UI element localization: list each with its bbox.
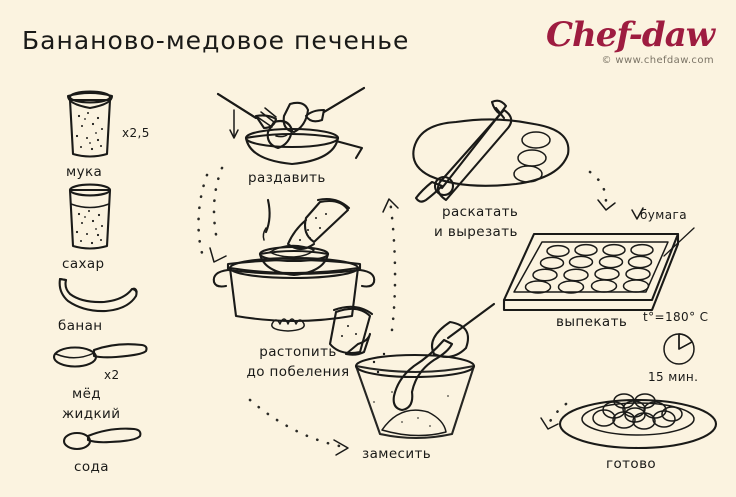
timer-pie-icon [663, 333, 695, 365]
step-done: готово [558, 388, 718, 472]
ingredient-soda: сода [62, 425, 152, 475]
page-title: Бананово-медовое печенье [22, 26, 410, 55]
ingredient-sugar: сахар [60, 180, 120, 272]
baking-tray-icon [502, 227, 695, 312]
ingredient-honey: x2 мёд жидкий [50, 340, 150, 422]
plate-of-cookies-icon [558, 393, 718, 450]
banana-icon [58, 277, 138, 313]
ingredient-label-soda: сода [74, 459, 109, 475]
step-label-roll-2: и вырезать [434, 224, 518, 240]
bowl-with-forks-and-banana-icon [216, 86, 366, 166]
step-label-melt: растопить [259, 344, 337, 360]
step-label-melt-2: до побеления [246, 364, 350, 380]
step-roll: раскатать и вырезать [400, 96, 600, 240]
dotted-path-mash-melt [212, 166, 224, 242]
ingredient-amount-flour: x2,5 [122, 126, 150, 140]
step-label-roll: раскатать [442, 204, 519, 220]
ingredient-label-sugar: сахар [62, 256, 105, 272]
rolling-pin-dough-icon [412, 99, 570, 203]
ingredient-label-flour: мука [66, 164, 103, 180]
dotted-path-to-melt [197, 173, 209, 264]
pot-water-bath-icon [212, 197, 376, 332]
ingredient-flour: x2,5 мука [60, 88, 149, 180]
glass-of-flour-icon [66, 90, 114, 158]
step-label-knead: замесить [362, 446, 432, 462]
annotation-time: 15 мин. [648, 370, 699, 384]
arrow-to-bake [597, 199, 616, 211]
step-label-done: готово [606, 456, 657, 472]
step-bake: бумага выпекать [498, 207, 695, 330]
brand-logo: Chef-daw © www.chefdaw.com [545, 15, 715, 66]
arrow-to-done [540, 417, 559, 430]
arrow-to-knead [333, 439, 349, 456]
arrow-to-roll [382, 198, 399, 213]
check-mark-icon [631, 207, 644, 220]
brand-url: © www.chefdaw.com [601, 55, 714, 66]
step-label-mash: раздавить [248, 170, 326, 186]
step-knead: замесить [318, 300, 498, 462]
spoon-of-soda-icon [62, 427, 142, 451]
dotted-path-roll-bake [588, 170, 608, 210]
arrow-to-melt [209, 247, 227, 263]
spoon-of-honey-icon [52, 343, 148, 368]
brand-name: Chef-daw [545, 15, 715, 55]
ingredient-label-banana: банан [58, 318, 103, 334]
step-mash: раздавить [212, 86, 372, 186]
mixing-bowl-icon [328, 302, 496, 440]
annotation-paper: бумага [640, 208, 687, 222]
annotation-temperature: t°=180° C [643, 310, 709, 324]
ingredient-banana: банан [52, 272, 142, 334]
ingredient-label-honey-liquid: жидкий [62, 406, 121, 422]
glass-of-sugar-icon [68, 183, 112, 250]
ingredient-amount-honey: x2 [104, 368, 120, 382]
ingredient-label-honey: мёд [72, 386, 102, 402]
step-melt: растопить до побеления [210, 197, 380, 380]
step-label-bake: выпекать [556, 314, 628, 330]
